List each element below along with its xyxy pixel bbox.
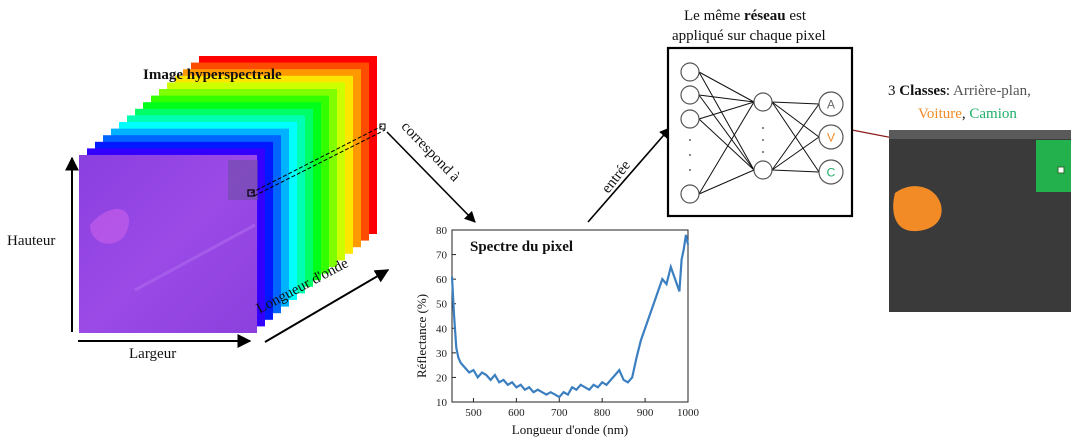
segmentation-top-strip <box>889 130 1071 139</box>
input-neuron <box>680 109 700 129</box>
nn-edge <box>771 101 820 138</box>
ellipsis-dot <box>689 154 691 156</box>
x-tick-label: 800 <box>594 407 611 419</box>
class-car-label: Voiture <box>918 106 962 122</box>
nn-edge <box>698 101 755 195</box>
x-tick-label: 600 <box>508 407 525 419</box>
road-line <box>134 223 256 292</box>
hidden-neuron <box>753 160 773 180</box>
nn-edge <box>698 71 755 171</box>
classes-bold: Classes <box>899 83 946 99</box>
ellipsis-dot <box>689 139 691 141</box>
ellipsis-dot <box>762 139 764 141</box>
network-caption-pre: Le même <box>684 8 744 24</box>
x-axis-label: Longueur d'onde (nm) <box>512 422 628 437</box>
classes-prefix: 3 <box>888 83 900 99</box>
nn-edge <box>771 101 820 105</box>
class-truck-label: Camion <box>969 106 1017 122</box>
height-label: Hauteur <box>7 233 56 249</box>
nn-edge <box>771 103 820 171</box>
network-caption-line2: appliqué sur chaque pixel <box>672 28 826 44</box>
y-axis-label: Réflectance (%) <box>414 294 429 378</box>
selected-pixel-marker <box>1057 166 1065 174</box>
network-caption-post: est <box>785 8 807 24</box>
hyperspectral-cube <box>79 56 377 333</box>
x-tick-label: 1000 <box>677 407 700 419</box>
ellipsis-dot <box>762 151 764 153</box>
y-tick-label: 60 <box>436 274 448 286</box>
y-tick-label: 70 <box>436 250 448 262</box>
input-neuron <box>680 62 700 82</box>
x-tick-label: 500 <box>465 407 482 419</box>
y-tick-label: 30 <box>436 348 448 360</box>
spectrum-series-line <box>450 234 690 399</box>
classes-sep: : <box>945 83 954 99</box>
y-tick-label: 40 <box>436 323 448 335</box>
y-tick-label: 50 <box>436 299 448 311</box>
class-background-label: Arrière-plan, <box>953 83 1031 99</box>
ellipsis-dot <box>762 127 764 129</box>
nn-edge <box>771 169 820 173</box>
nn-edge <box>698 94 755 103</box>
arrow-to-network <box>587 127 671 223</box>
output-neuron-label: C <box>827 166 836 180</box>
car-silhouette <box>90 208 130 244</box>
classes-line2: Voiture, Camion <box>918 105 1017 123</box>
cube-title: Image hyperspectrale <box>143 67 282 83</box>
nn-edge <box>698 118 755 171</box>
neural-network: A V C <box>666 46 854 218</box>
y-tick-label: 80 <box>436 225 448 237</box>
y-tick-label: 10 <box>436 397 448 409</box>
classes-line1: 3 Classes: Arrière-plan, <box>888 82 1031 100</box>
nn-edge <box>698 169 755 195</box>
hidden-neuron <box>753 92 773 112</box>
cube-slice <box>79 155 257 333</box>
nn-edge <box>698 71 755 103</box>
input-neuron <box>680 184 700 204</box>
x-tick-label: 900 <box>637 407 654 419</box>
truck-silhouette <box>228 160 258 200</box>
ellipsis-dot <box>689 169 691 171</box>
output-neuron <box>818 124 844 150</box>
x-tick-label: 700 <box>551 407 568 419</box>
classes-comma: , <box>961 106 970 122</box>
output-neuron <box>818 91 844 117</box>
nn-edge <box>771 136 820 171</box>
output-neuron-label: V <box>827 131 835 145</box>
nn-edge <box>698 94 755 171</box>
truck-region <box>1036 140 1071 192</box>
depth-axis-arrow <box>264 269 390 343</box>
width-label: Largeur <box>129 346 177 362</box>
segmentation-map <box>889 130 1071 312</box>
arrow-to-spectrum <box>386 131 476 223</box>
car-region <box>893 186 942 232</box>
pixel-column <box>247 123 386 197</box>
nn-edge <box>698 101 755 120</box>
output-neuron-label: A <box>827 98 835 112</box>
network-caption-line1: Le même réseau est <box>684 7 806 25</box>
chart-title: Spectre du pixel <box>470 239 574 255</box>
network-caption-bold: réseau <box>743 8 786 24</box>
y-tick-label: 20 <box>436 372 448 384</box>
output-neuron <box>818 159 844 185</box>
input-neuron <box>680 85 700 105</box>
